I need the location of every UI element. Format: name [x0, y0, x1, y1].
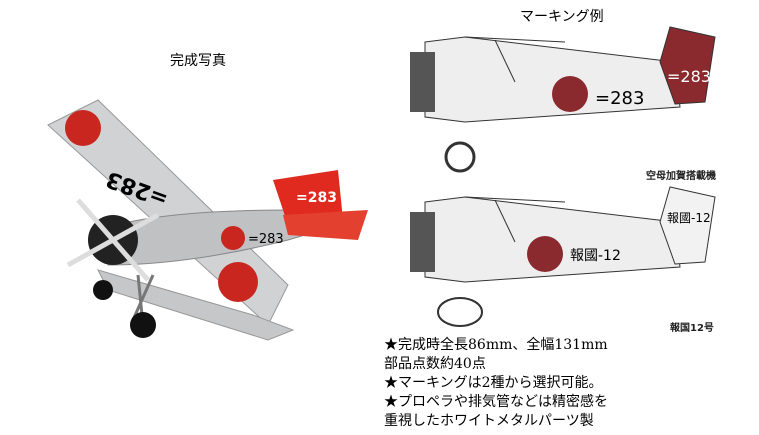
spec-line: ★完成時全長86mm、全幅131mm	[384, 337, 608, 353]
marking-title: マーキング例	[520, 9, 604, 25]
tail-code: 報國-12	[667, 211, 711, 225]
tail-fin	[659, 186, 716, 265]
fuselage-hinomaru	[221, 226, 245, 250]
tail-fin	[273, 170, 343, 225]
propeller	[66, 198, 160, 282]
completed-model-photo: =283 =283 =283	[47, 99, 368, 341]
fuselage-code: =283	[248, 232, 284, 247]
wing-hinomaru	[65, 110, 101, 146]
tail-plane	[283, 210, 368, 240]
marking-label-hokoku: 報国12号	[670, 323, 714, 334]
spec-line: 部品点数約40点	[384, 356, 486, 372]
wheel	[130, 312, 156, 338]
wing-hinomaru	[218, 262, 258, 302]
marking-drawing-hokoku: 報國-12 報國-12	[410, 186, 716, 327]
spec-line: 重視したホワイトメタルパーツ製	[384, 413, 594, 429]
tail-code: =283	[296, 190, 337, 206]
tail-fin	[659, 26, 716, 105]
wheel	[444, 141, 476, 173]
fuselage-code: =283	[595, 88, 644, 109]
marking-label-kaga: 空母加賀搭載機	[646, 171, 716, 182]
marking-drawings: =283 =283 報國-12 報國-12	[410, 26, 716, 327]
wheel	[93, 280, 113, 300]
tail-code: =283	[667, 67, 711, 86]
wheel-spat	[437, 297, 483, 327]
engine	[410, 52, 435, 112]
engine	[410, 212, 435, 272]
spec-line: ★プロペラや排気管などは精密感を	[384, 394, 608, 410]
fuselage-code: 報國-12	[570, 248, 621, 264]
hinomaru	[527, 236, 563, 272]
hinomaru	[552, 76, 588, 112]
fuselage	[424, 36, 681, 123]
spec-list: ★完成時全長86mm、全幅131mm 部品点数約40点 ★マーキングは2種から選…	[384, 336, 608, 431]
photo-title: 完成写真	[170, 53, 226, 69]
spec-line: ★マーキングは2種から選択可能。	[384, 375, 603, 391]
marking-drawing-kaga: =283 =283	[410, 26, 716, 173]
